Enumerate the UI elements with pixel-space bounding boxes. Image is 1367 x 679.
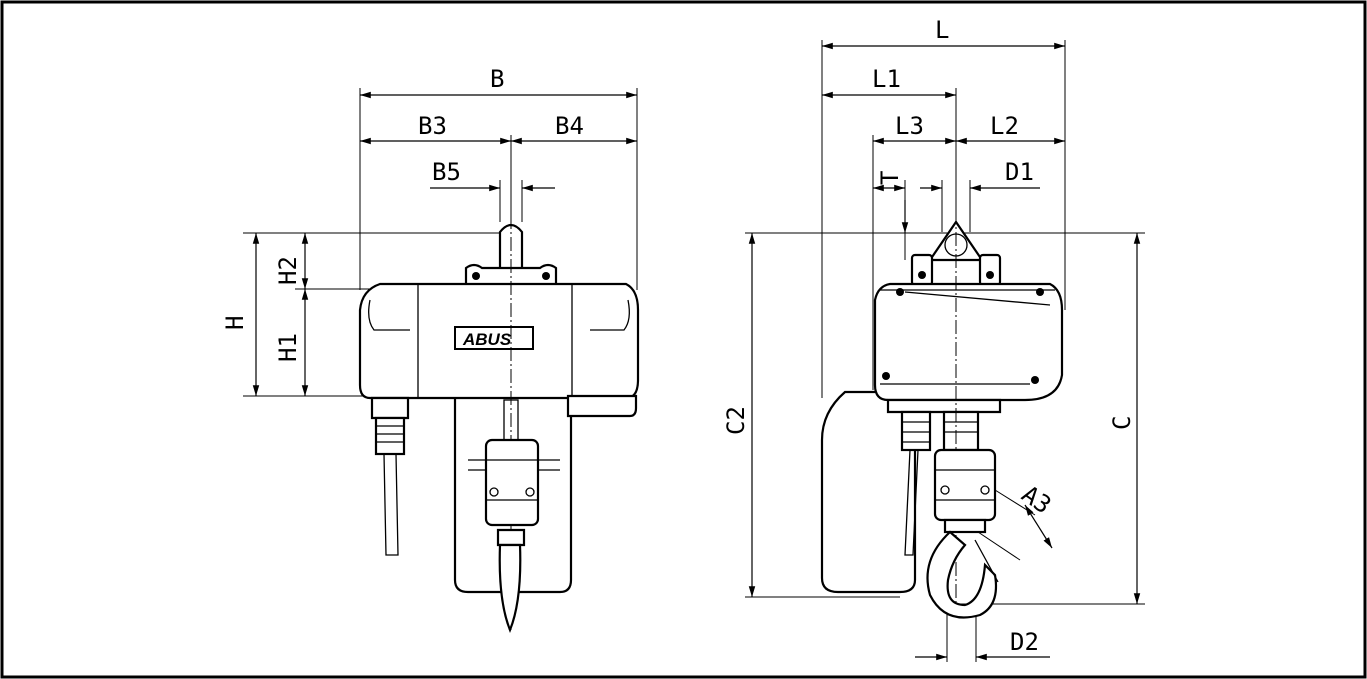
- label-B: B: [490, 65, 504, 93]
- label-A3: A3: [1017, 480, 1057, 520]
- label-H2: H2: [274, 256, 302, 285]
- abus-logo: ABUS: [462, 330, 512, 349]
- label-L: L: [935, 16, 949, 44]
- label-B5: B5: [432, 158, 461, 186]
- label-B3: B3: [418, 112, 447, 140]
- label-T: T: [876, 171, 904, 185]
- label-D2: D2: [1010, 628, 1039, 656]
- label-C: C: [1108, 416, 1136, 430]
- label-D1: D1: [1005, 158, 1034, 186]
- label-L3: L3: [895, 112, 924, 140]
- front-view: B B3 B4 B5 H H2 H1 ABUS: [221, 65, 640, 633]
- label-H: H: [221, 316, 249, 330]
- label-L2: L2: [990, 112, 1019, 140]
- label-L1: L1: [872, 65, 901, 93]
- side-view: L L1 L3 L2 T D1 C2 C D2 A3: [722, 16, 1145, 662]
- abus-logo-box: [454, 326, 534, 350]
- label-C2: C2: [722, 406, 750, 435]
- label-H1: H1: [274, 333, 302, 362]
- label-B4: B4: [555, 112, 584, 140]
